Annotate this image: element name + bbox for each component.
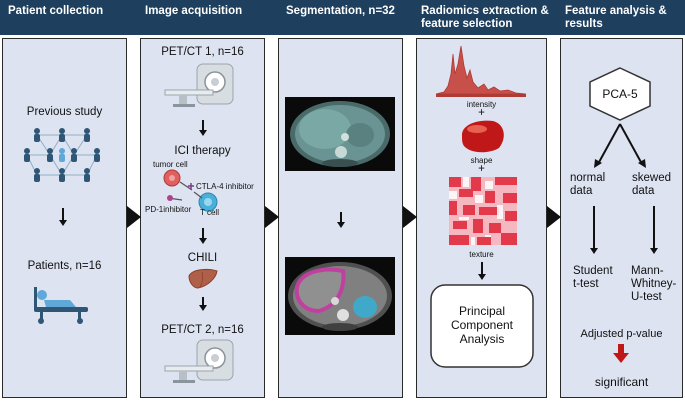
pca-box-outline [430, 284, 534, 368]
shape-label: shape [470, 156, 493, 165]
pca5-label: PCA-5 [602, 87, 638, 101]
ct-scan-segmented-image [285, 257, 395, 335]
panel-patient-collection [2, 38, 127, 398]
flow-arrow-1 [127, 206, 141, 228]
pet-scanner-1-icon [164, 63, 234, 107]
mann-whitney-label: Mann-Whitney-U-test [631, 265, 677, 303]
branch-arrows [594, 123, 646, 168]
patients-count-label: Patients, n=16 [27, 260, 102, 272]
header-segmentation: Segmentation, n=32 [286, 5, 395, 17]
patient-network-icon [24, 128, 100, 182]
result-arrow-icon [613, 344, 629, 363]
flow-arrow-3 [403, 206, 417, 228]
seg-arrow [337, 212, 345, 228]
patient-bed-icon [34, 287, 88, 324]
previous-study-label: Previous study [26, 106, 103, 118]
chili-label: CHILI [187, 252, 218, 264]
skewed-arrow [650, 206, 658, 254]
plus-2: + [478, 163, 485, 175]
ct-scan-raw-image [285, 97, 395, 171]
adjusted-pvalue-label: Adjusted p-value [580, 328, 663, 340]
skewed-data-label: skewed data [632, 172, 671, 197]
significant-label: significant [594, 375, 649, 389]
pd1-inhibitor-label: PD-1inhibitor [145, 205, 192, 214]
radiomics-arrow [478, 262, 486, 280]
texture-label: texture [469, 250, 494, 259]
pet-ct-1-label: PET/CT 1, n=16 [161, 46, 244, 58]
pca5-hexagon [589, 67, 651, 121]
normal-data-label: normal data [570, 172, 606, 197]
header-radiomics: Radiomics extraction & feature selection [421, 5, 549, 30]
liver-icon [188, 268, 218, 289]
normal-arrow [590, 206, 598, 254]
immune-interaction-icon [163, 169, 218, 212]
patient-arrow [59, 208, 67, 226]
tumor-cell-label: tumor cell [153, 160, 188, 169]
texture-matrix-icon [449, 177, 517, 245]
pet-scanner-2-icon [164, 339, 234, 383]
plus-1: + [478, 107, 485, 119]
header-bar: Patient collection Image acquisition Seg… [0, 0, 685, 35]
t-cell-label: T cell [200, 208, 219, 217]
flow-arrow-4 [547, 206, 561, 228]
flow-arrow-2 [265, 206, 279, 228]
acq-arrow-3 [199, 297, 207, 311]
ici-therapy-label: ICI therapy [174, 145, 231, 157]
header-feature-analysis: Feature analysis & results [565, 5, 667, 30]
intensity-label: intensity [466, 100, 497, 109]
acq-arrow-1 [199, 120, 207, 136]
intensity-histogram-icon [435, 45, 527, 97]
student-ttest-label: Student t-test [573, 265, 613, 290]
header-image-acquisition: Image acquisition [145, 5, 243, 17]
pet-ct-2-label: PET/CT 2, n=16 [161, 324, 244, 336]
ctla4-inhibitor-label: CTLA-4 inhibitor [196, 182, 254, 191]
header-patient-collection: Patient collection [8, 5, 104, 17]
shape-blob-icon [461, 120, 504, 153]
acq-arrow-2 [199, 228, 207, 244]
pca-box-label: Principal Component Analysis [450, 304, 514, 346]
